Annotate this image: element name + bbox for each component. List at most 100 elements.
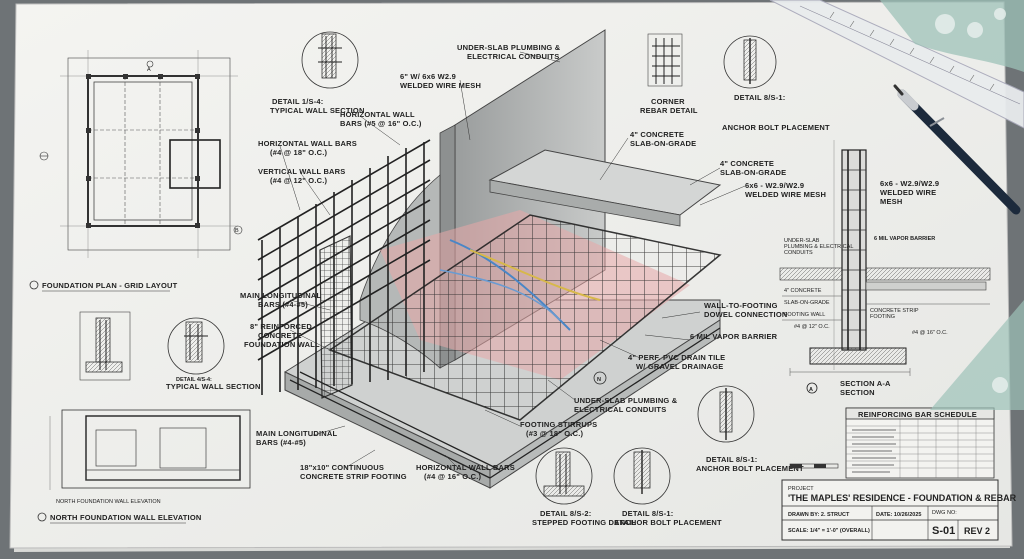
section-small-8: CONCRETE STRIP — [870, 308, 919, 314]
elevation-small-title: NORTH FOUNDATION WALL ELEVATION — [56, 499, 161, 505]
callout-long-1: MAIN LONGITUDINAL — [240, 291, 322, 300]
conduit-yellow — [469, 249, 601, 301]
section-small-7: #4 @ 12" O.C. — [794, 324, 830, 330]
detail-anchor-bolt-bottom: DETAIL 8/S-1: ANCHOR BOLT PLACEMENT — [613, 447, 722, 527]
detail-6-subtitle: STEPPED FOOTING DETAIL — [532, 518, 636, 527]
callout-hwall-bot-2: (#4 @ 16" O.C.) — [424, 472, 482, 481]
section-small-5: SLAB-ON-GRADE — [784, 300, 830, 306]
callout-fwall-1: 8" REINFORCED — [250, 322, 312, 331]
callout-long-bot-1: MAIN LONGITUDINAL — [256, 429, 338, 438]
callout-dowel-1: WALL-TO-FOOTING — [704, 301, 778, 310]
section-small-4: 4" CONCRETE — [784, 288, 822, 294]
callout-hwall-top-2: BARS (#5 @ 16" O.C.) — [340, 119, 422, 128]
detail-4-subtitle: TYPICAL WALL SECTION — [166, 382, 261, 391]
plan-grid-label-a: A — [147, 67, 151, 73]
foundation-plan: A B FOUNDATION PLAN - GRID LAYOUT — [29, 50, 243, 292]
callout-wire-mesh-2: WELDED WIRE MESH — [400, 81, 481, 90]
detail-3-subtitle: ANCHOR BOLT PLACEMENT — [722, 123, 830, 132]
callout-dowel-2: DOWEL CONNECTION — [704, 310, 787, 319]
schedule-title: REINFORCING BAR SCHEDULE — [858, 410, 977, 419]
section-small-1: UNDER-SLAB — [784, 238, 820, 244]
detail-stepped-footing: DETAIL 8/S-2: STEPPED FOOTING DETAIL — [532, 447, 636, 527]
detail-3-title: DETAIL 8/S-1: — [734, 93, 786, 102]
title-revision: REV 2 — [964, 526, 990, 536]
callout-plumbing-bot-2: ELECTRICAL CONDUITS — [574, 405, 666, 414]
callout-plumbing-bot-1: UNDER-SLAB PLUMBING & — [574, 396, 678, 405]
title-project-label: PROJECT — [788, 486, 814, 492]
detail-1-title: DETAIL 1/S-4: — [272, 97, 324, 106]
section-mesh-note-1: 6x6 - W2.9/W2.9 — [880, 179, 939, 188]
north-wall-elevation: NORTH FOUNDATION WALL ELEVATION NORTH FO… — [37, 409, 251, 524]
detail-anchor-bolt-right: DETAIL 8/S-1: ANCHOR BOLT PLACEMENT — [696, 385, 804, 473]
elevation-title: NORTH FOUNDATION WALL ELEVATION — [50, 513, 201, 522]
detail-6-title: DETAIL 8/S-2: — [540, 509, 592, 518]
ruler — [769, 0, 1024, 129]
callout-wwm-1: 6x6 - W2.9/W2.9 — [745, 181, 804, 190]
callout-plumbing-top-1: UNDER-SLAB PLUMBING & — [457, 43, 561, 52]
detail-5-title: DETAIL 8/S-1: — [706, 455, 758, 464]
callout-hwall-left-2: (#4 @ 18" O.C.) — [270, 148, 328, 157]
detail-typical-wall-top: DETAIL 1/S-4: TYPICAL WALL SECTION — [270, 31, 365, 115]
callout-strip-2: CONCRETE STRIP FOOTING — [300, 472, 407, 481]
section-a-a: 6x6 - W2.9/W2.9 WELDED WIRE MESH 6 MIL V… — [779, 140, 991, 397]
callout-vapor: 6 MIL VAPOR BARRIER — [690, 332, 778, 341]
detail-wall-section-left — [79, 311, 131, 381]
section-title: SECTION A-A — [840, 379, 891, 388]
title-scale: SCALE: 1/4" = 1'-0" (OVERALL) — [788, 528, 870, 534]
leader-lines — [279, 51, 746, 471]
callout-fwall-3: FOUNDATION WALL — [244, 340, 320, 349]
section-small-3: CONDUITS — [784, 250, 813, 256]
callout-wire-mesh-1: 6" W/ 6x6 W2.9 — [400, 72, 456, 81]
isometric-callouts: UNDER-SLAB PLUMBING & ELECTRICAL CONDUIT… — [240, 43, 826, 481]
section-mesh-note-2: WELDED WIRE — [880, 188, 936, 197]
template-stencil — [880, 0, 1024, 72]
title-project-name: 'THE MAPLES' RESIDENCE - FOUNDATION & RE… — [788, 493, 1017, 503]
callout-stirrups-2: (#3 @ 18" O.C.) — [526, 429, 584, 438]
title-date: DATE: 10/26/2025 — [876, 512, 921, 518]
isometric-foundation-view: N — [257, 29, 722, 489]
callout-fwall-2: CONCRETE — [258, 331, 302, 340]
slab-rebar-mesh — [328, 214, 722, 421]
title-dwg-number: S-01 — [932, 525, 955, 537]
callout-wwm-2: WELDED WIRE MESH — [745, 190, 826, 199]
plan-grid-label-b: B — [235, 228, 239, 234]
title-block: PROJECT 'THE MAPLES' RESIDENCE - FOUNDAT… — [781, 479, 1017, 541]
section-small-6: FOOTING WALL — [784, 312, 825, 318]
detail-4-title: DETAIL 4/S-4: — [176, 377, 212, 383]
callout-slab2-2: SLAB-ON-GRADE — [720, 168, 786, 177]
detail-5-subtitle: ANCHOR BOLT PLACEMENT — [696, 464, 804, 473]
callout-hwall-left-1: HORIZONTAL WALL BARS — [258, 139, 357, 148]
callout-slab2-1: 4" CONCRETE — [720, 159, 774, 168]
callout-strip-1: 18"x10" CONTINUOUS — [300, 463, 384, 472]
detail-corner-rebar: CORNER REBAR DETAIL — [640, 33, 698, 115]
detail-7-title: DETAIL 8/S-1: — [622, 509, 674, 518]
callout-slab1-1: 4" CONCRETE — [630, 130, 684, 139]
detail-anchor-bolt-top: DETAIL 8/S-1: ANCHOR BOLT PLACEMENT — [722, 35, 830, 132]
detail-2-subtitle: REBAR DETAIL — [640, 106, 698, 115]
callout-vwall-2: (#4 @ 12" O.C.) — [270, 176, 328, 185]
callout-drain-2: W/ GRAVEL DRAINAGE — [636, 362, 724, 371]
section-mesh-note-3: MESH — [880, 197, 902, 206]
detail-7-subtitle: ANCHOR BOLT PLACEMENT — [614, 518, 722, 527]
title-dwg-label: DWG NO: — [932, 510, 957, 516]
detail-2-title: CORNER — [651, 97, 685, 106]
section-small-2: PLUMBING & ELECTRICAL — [784, 244, 853, 250]
pen — [893, 84, 1021, 215]
callout-hwall-top-1: HORIZONTAL WALL — [340, 110, 415, 119]
section-vapor-note: 6 MIL VAPOR BARRIER — [874, 236, 935, 242]
north-arrow-label: N — [597, 377, 601, 383]
section-callout-a: A — [809, 387, 813, 393]
section-small-10: #4 @ 16" O.C. — [912, 330, 948, 336]
callout-hwall-bot-1: HORIZONTAL WALL BARS — [416, 463, 515, 472]
title-drawn-by: DRAWN BY: 2. STRUCT — [788, 512, 850, 518]
callout-long-bot-2: BARS (#4-#5) — [256, 438, 306, 447]
detail-1-subtitle: TYPICAL WALL SECTION — [270, 106, 365, 115]
triangle-stencil — [930, 300, 1024, 410]
plan-title: FOUNDATION PLAN - GRID LAYOUT — [42, 281, 178, 290]
section-subtitle: SECTION — [840, 388, 875, 397]
callout-vwall-1: VERTICAL WALL BARS — [258, 167, 346, 176]
rebar-schedule: REINFORCING BAR SCHEDULE — [845, 407, 995, 479]
graphic-scale-bar — [789, 463, 839, 469]
detail-wall-section-circle: DETAIL 4/S-4: TYPICAL WALL SECTION — [166, 317, 261, 391]
